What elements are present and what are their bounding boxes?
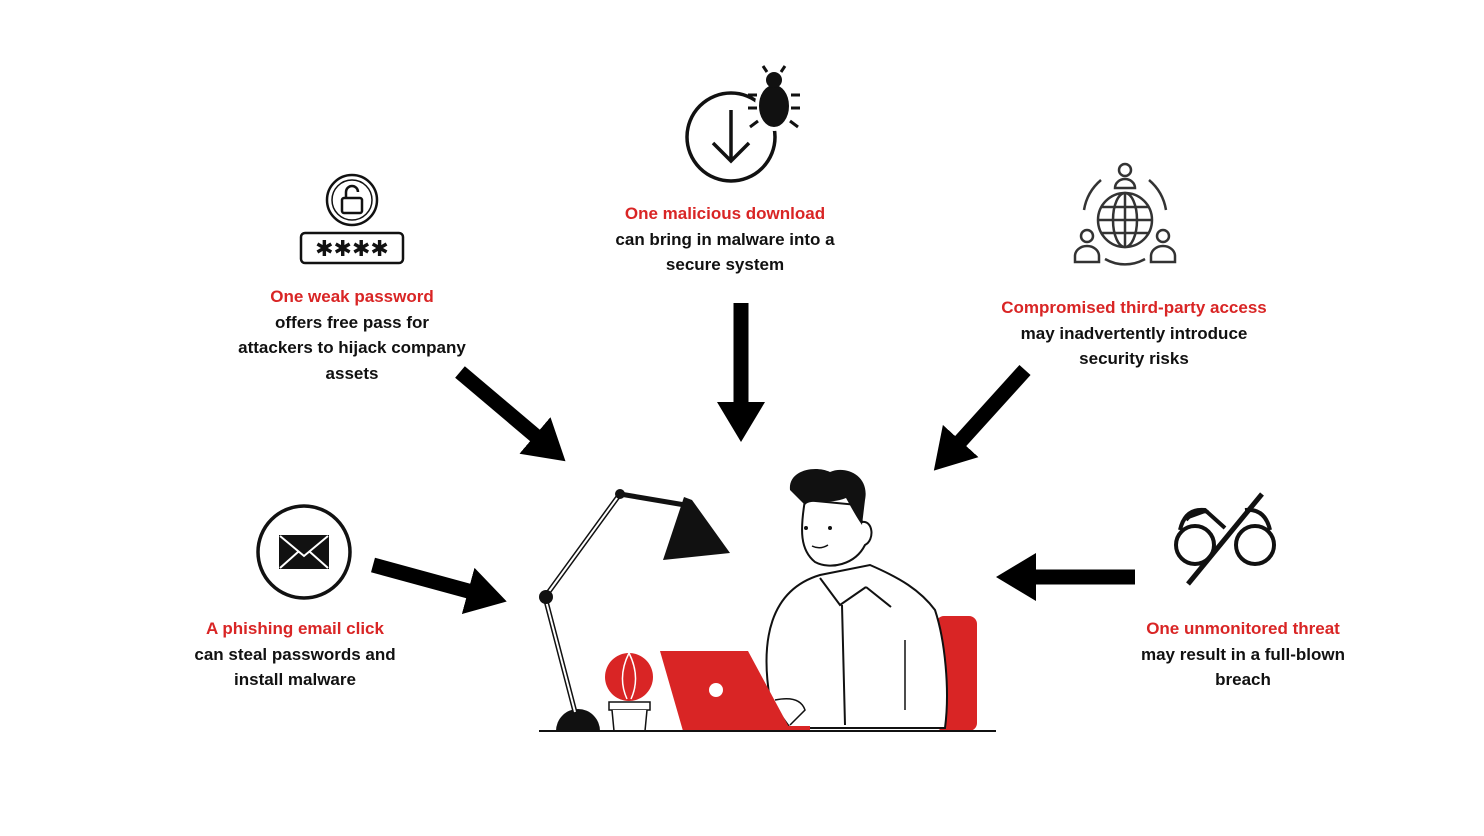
envelope-icon <box>256 504 352 600</box>
third-party-caption: Compromised third-party access may inadv… <box>1001 295 1266 372</box>
svg-text:✱✱✱✱: ✱✱✱✱ <box>315 237 389 262</box>
caption-line: assets <box>325 363 379 383</box>
unmonitored-threat-caption: One unmonitored threat may result in a f… <box>1141 616 1345 693</box>
download-bug-icon <box>685 65 800 183</box>
weak-password-caption: One weak password offers free pass for a… <box>238 284 466 386</box>
caption-title: One weak password <box>270 287 434 306</box>
caption-line: breach <box>1215 670 1271 689</box>
caption-line: can bring in malware into a <box>615 229 835 249</box>
laptop <box>660 651 790 731</box>
lock-password-icon: ✱✱✱✱ <box>299 173 405 265</box>
arrow-password <box>455 366 566 462</box>
caption-title: Compromised third-party access <box>1001 298 1267 317</box>
caption-title: A phishing email click <box>206 619 384 638</box>
caption-line: may result in a full-blown <box>1140 644 1346 664</box>
person-hair <box>789 469 866 525</box>
caption-line: may inadvertently introduce <box>1020 323 1248 343</box>
malicious-download-caption: One malicious download can bring in malw… <box>615 201 834 278</box>
caption-title: One malicious download <box>624 204 826 223</box>
lamp-shade <box>663 497 730 560</box>
arrow-third-party <box>933 364 1031 471</box>
caption-title: One unmonitored threat <box>1146 619 1340 638</box>
caption-line: offers free pass for <box>275 312 429 332</box>
caption-line: can steal passwords and <box>194 644 396 664</box>
cactus <box>605 653 653 701</box>
desk-scene <box>539 469 996 732</box>
person-face <box>801 498 873 567</box>
caption-line: install malware <box>234 670 356 689</box>
caption-line: secure system <box>665 255 785 274</box>
phishing-caption: A phishing email click can steal passwor… <box>194 616 395 693</box>
person-body <box>765 563 948 729</box>
caption-line: security risks <box>1079 349 1189 368</box>
globe-network-icon <box>1073 162 1177 266</box>
arrow-phishing <box>371 557 507 615</box>
caption-line: attackers to hijack company <box>238 338 466 357</box>
binoculars-slash-icon <box>1174 492 1276 586</box>
